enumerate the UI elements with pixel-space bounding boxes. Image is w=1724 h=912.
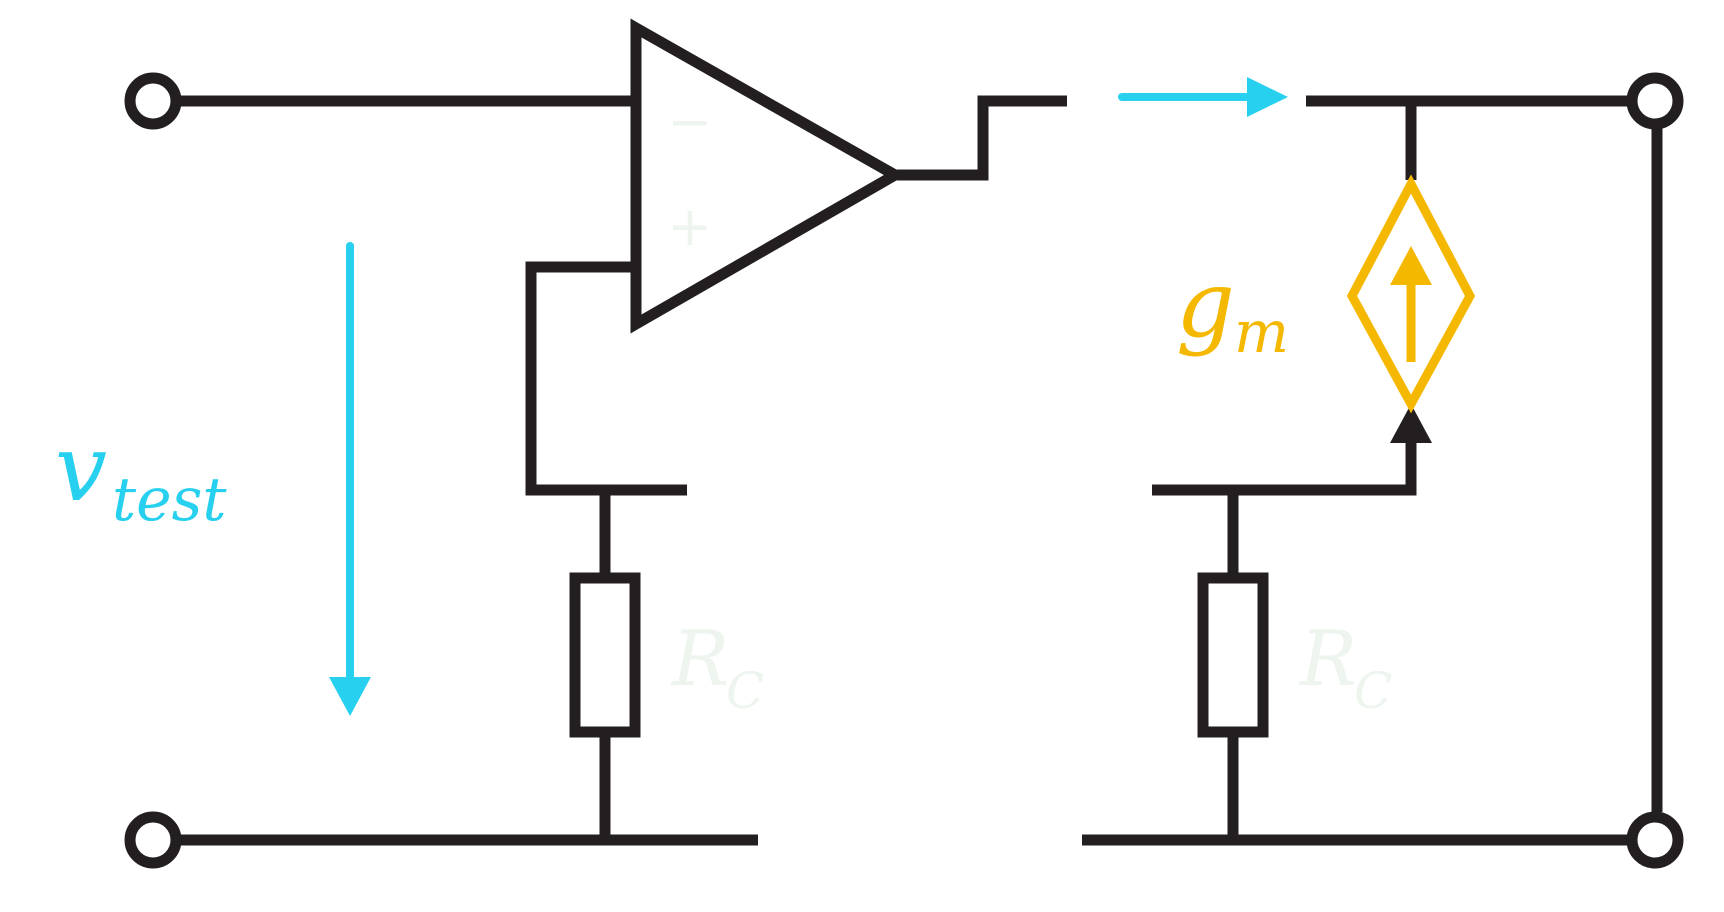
- v-test-subscript: test: [112, 465, 227, 535]
- dependent-current-source-icon: [1346, 174, 1476, 414]
- arrow-up-icon: [1390, 246, 1432, 285]
- test-annotations: v test: [55, 77, 1288, 716]
- opamp-minus-sign: −: [667, 90, 712, 153]
- gm-subscript: m: [1234, 298, 1289, 366]
- resistor-left-label: R: [670, 614, 729, 703]
- opamp-triangle: [630, 18, 907, 334]
- control-wire: [1152, 440, 1417, 496]
- right-stage: R C g m: [1082, 95, 1663, 846]
- opamp-output-wire: [895, 95, 1067, 181]
- terminal-output-top: [1626, 72, 1684, 130]
- arrow-right-icon: [1247, 77, 1288, 117]
- resistor-left-body: [569, 572, 641, 738]
- gm-label: g: [1176, 251, 1235, 358]
- gm-source: [1346, 174, 1476, 414]
- resistor-right-body: [1197, 572, 1269, 738]
- resistor-right-label: R: [1298, 614, 1357, 703]
- terminal-input-top: [124, 72, 182, 130]
- terminal-input-bottom: [124, 811, 182, 869]
- v-test-label: v: [55, 415, 107, 522]
- resistor-right-subscript: C: [1354, 662, 1392, 720]
- control-arrowhead-icon: [1390, 404, 1432, 443]
- terminal-output-bottom: [1626, 811, 1684, 869]
- left-stage: − + R C: [166, 18, 1067, 846]
- arrow-down-icon: [329, 677, 371, 716]
- resistor-left-subscript: C: [726, 662, 764, 720]
- opamp-plus-sign: +: [667, 195, 712, 258]
- feedback-wire: [525, 261, 687, 496]
